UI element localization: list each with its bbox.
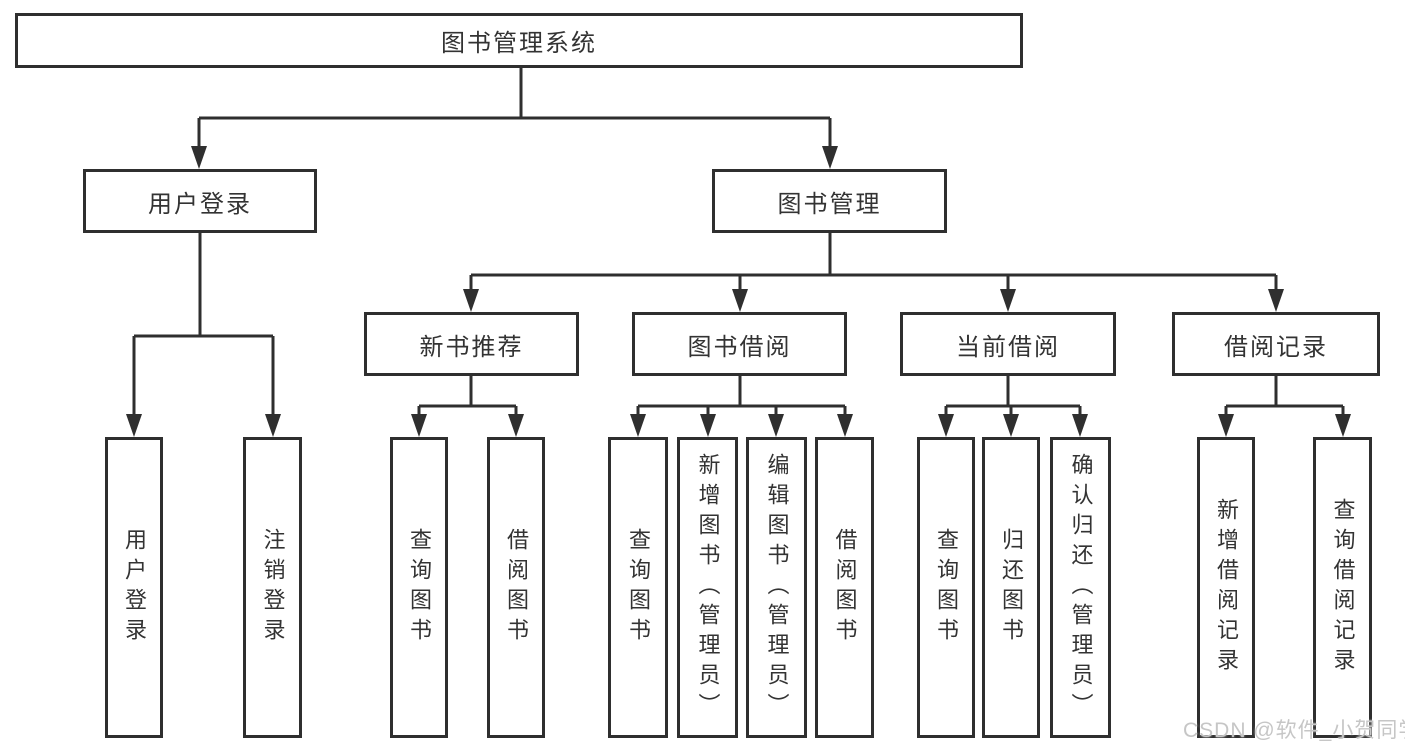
node-query-books-1: 查询图书 bbox=[390, 437, 448, 738]
node-new-book-recommend-label: 新书推荐 bbox=[419, 333, 524, 361]
node-confirm-return-admin-label: 确认归还（管理员） bbox=[1068, 452, 1094, 723]
node-query-borrow-record: 查询借阅记录 bbox=[1313, 437, 1372, 738]
node-current-borrowing-label: 当前借阅 bbox=[956, 333, 1060, 361]
node-add-borrow-record: 新增借阅记录 bbox=[1197, 437, 1255, 738]
node-borrow-books-2: 借阅图书 bbox=[815, 437, 874, 738]
node-borrow-books-1-label: 借阅图书 bbox=[504, 527, 529, 648]
node-return-books: 归还图书 bbox=[982, 437, 1040, 738]
node-book-borrowing-label: 图书借阅 bbox=[687, 333, 792, 361]
node-add-books-admin: 新增图书（管理员） bbox=[677, 437, 738, 738]
node-return-books-label: 归还图书 bbox=[999, 527, 1024, 648]
node-borrow-books-2-label: 借阅图书 bbox=[832, 527, 858, 648]
node-add-books-admin-label: 新增图书（管理员） bbox=[695, 452, 721, 723]
node-query-books-3: 查询图书 bbox=[917, 437, 975, 738]
arrowhead-icons bbox=[126, 146, 1351, 437]
node-user-login-label: 用户登录 bbox=[148, 190, 252, 218]
node-query-books-1-label: 查询图书 bbox=[407, 527, 432, 648]
node-user-login-action: 用户登录 bbox=[105, 437, 163, 738]
node-root-label: 图书管理系统 bbox=[441, 30, 597, 57]
node-query-borrow-record-label: 查询借阅记录 bbox=[1330, 497, 1356, 678]
node-logout-action-label: 注销登录 bbox=[260, 527, 286, 648]
node-current-borrowing: 当前借阅 bbox=[900, 312, 1116, 376]
node-add-borrow-record-label: 新增借阅记录 bbox=[1214, 497, 1239, 678]
node-book-borrowing: 图书借阅 bbox=[632, 312, 847, 376]
node-query-books-2-label: 查询图书 bbox=[626, 527, 651, 648]
node-edit-books-admin: 编辑图书（管理员） bbox=[746, 437, 807, 738]
csdn-watermark: CSDN @软件_小贺同学 bbox=[1183, 719, 1405, 742]
node-user-login: 用户登录 bbox=[83, 169, 317, 233]
node-logout-action: 注销登录 bbox=[243, 437, 302, 738]
node-query-books-3-label: 查询图书 bbox=[934, 527, 959, 648]
node-new-book-recommend: 新书推荐 bbox=[364, 312, 579, 376]
node-borrow-books-1: 借阅图书 bbox=[487, 437, 545, 738]
node-confirm-return-admin: 确认归还（管理员） bbox=[1050, 437, 1111, 738]
node-edit-books-admin-label: 编辑图书（管理员） bbox=[764, 452, 790, 723]
node-book-management-label: 图书管理 bbox=[777, 190, 882, 218]
node-borrow-records-label: 借阅记录 bbox=[1224, 333, 1328, 361]
node-book-management: 图书管理 bbox=[712, 169, 947, 233]
node-root: 图书管理系统 bbox=[15, 13, 1023, 68]
node-user-login-action-label: 用户登录 bbox=[122, 527, 147, 648]
node-query-books-2: 查询图书 bbox=[608, 437, 668, 738]
node-borrow-records: 借阅记录 bbox=[1172, 312, 1380, 376]
